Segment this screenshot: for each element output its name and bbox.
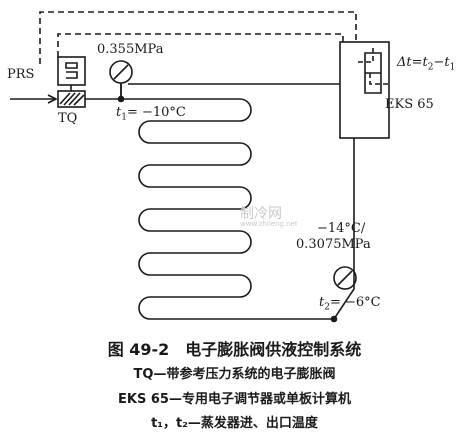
signal-line-outer bbox=[39, 11, 357, 64]
inlet-arrow-head bbox=[47, 94, 58, 104]
prs-label: PRS bbox=[7, 67, 35, 82]
tq-label: TQ bbox=[58, 111, 78, 126]
outlet-sensor-point bbox=[330, 315, 338, 323]
t1-label: t1= −10°C bbox=[116, 106, 186, 123]
gauge-top bbox=[109, 60, 133, 84]
delta-t-symbol: Δt=t bbox=[397, 55, 428, 70]
gauge-bottom-needle bbox=[337, 270, 353, 286]
delta-t-label: Δt=t2−t1 bbox=[397, 56, 455, 73]
watermark-main: 制冷网 bbox=[240, 206, 282, 222]
t2-subscript: 2 bbox=[324, 302, 330, 313]
delta-t-sub2: 2 bbox=[427, 62, 434, 73]
signal-line-sensor-inlet bbox=[369, 73, 390, 85]
prs-box bbox=[57, 56, 86, 86]
delta-t-sub1: 1 bbox=[449, 62, 456, 73]
t1-value: = −10°C bbox=[126, 105, 186, 120]
tq-valve-hatch bbox=[59, 92, 85, 106]
figure-title: 图 49-2 电子膨胀阀供液控制系统 bbox=[107, 340, 362, 359]
signal-line-sensor-outlet bbox=[355, 48, 374, 63]
caption-temps: t₁，t₂—蒸发器进、出口温度 bbox=[151, 416, 318, 431]
eks-controller bbox=[339, 41, 390, 139]
t1-symbol: t bbox=[116, 105, 122, 120]
prs-symbol bbox=[65, 62, 78, 79]
signal-line-inner bbox=[57, 33, 344, 57]
eks-label: EKS 65 bbox=[385, 97, 434, 112]
t2-symbol: t bbox=[319, 295, 325, 310]
upper-pipe bbox=[120, 83, 340, 99]
watermark-sub: www.zhileng.net bbox=[240, 220, 298, 228]
evaporator-coil bbox=[138, 98, 252, 320]
gauge-top-needle bbox=[113, 64, 129, 80]
gauge-bottom bbox=[333, 266, 357, 290]
outlet-pressure-label: 0.3075MPa bbox=[296, 237, 371, 252]
outlet-pipe bbox=[240, 138, 355, 320]
eks-inner bbox=[364, 52, 382, 94]
caption-tq: TQ—带参考压力系统的电子膨胀阀 bbox=[133, 367, 336, 382]
pressure-top-label: 0.355MPa bbox=[97, 42, 164, 57]
delta-t-mid: −t bbox=[433, 55, 450, 70]
caption-eks: EKS 65—专用电子调节器或单板计算机 bbox=[118, 392, 351, 407]
outlet-temp-label: −14°C/ bbox=[317, 221, 366, 236]
t2-value: = −6°C bbox=[329, 295, 381, 310]
t1-subscript: 1 bbox=[121, 112, 127, 123]
t2-label: t2= −6°C bbox=[319, 296, 381, 313]
